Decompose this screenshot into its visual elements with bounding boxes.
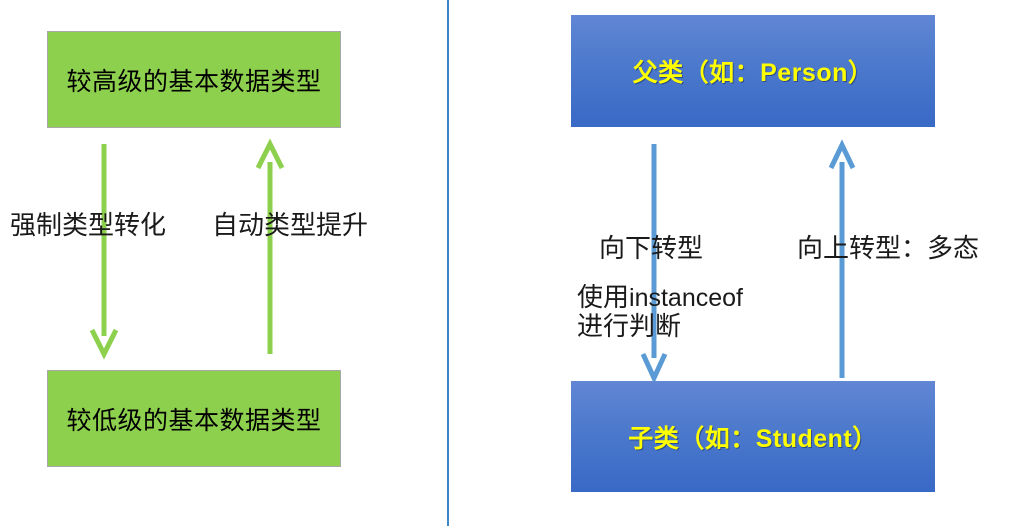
superclass-label-cn-tail: ） — [847, 60, 874, 87]
force-cast-down-arrow — [86, 140, 122, 360]
subclass-box: 子类（如：Student） — [571, 381, 935, 492]
upcast-up-arrow — [824, 139, 860, 382]
force-cast-label: 强制类型转化 — [10, 211, 167, 240]
superclass-label-en: Person — [760, 59, 848, 87]
subclass-label-group: 子类（如：Student） — [628, 419, 878, 455]
superclass-box: 父类（如：Person） — [571, 15, 935, 127]
instanceof-note-line1: 使用instanceof — [577, 283, 743, 312]
superclass-label-group: 父类（如：Person） — [633, 53, 874, 89]
superclass-label-cn: 父类（如： — [632, 60, 761, 87]
subclass-label-en: Student — [755, 424, 853, 453]
primitive-higher-type-label: 较高级的基本数据类型 — [66, 68, 322, 96]
instanceof-note: 使用instanceof 进行判断 — [577, 283, 743, 341]
panel-divider — [447, 0, 449, 526]
downcast-down-arrow — [636, 140, 672, 385]
downcast-label: 向下转型 — [599, 234, 704, 263]
auto-promote-label: 自动类型提升 — [212, 211, 369, 240]
subclass-label-cn: 子类（如： — [628, 425, 756, 453]
primitive-lower-type-label: 较低级的基本数据类型 — [66, 407, 322, 435]
instanceof-note-line1-cn: 使用 — [577, 283, 630, 312]
primitive-higher-type-box: 较高级的基本数据类型 — [47, 31, 341, 128]
instanceof-note-line2: 进行判断 — [577, 312, 682, 342]
subclass-label-cn-tail: ） — [852, 425, 878, 453]
primitive-lower-type-box: 较低级的基本数据类型 — [47, 370, 341, 467]
upcast-label: 向上转型：多态 — [797, 234, 980, 263]
instanceof-keyword: instanceof — [629, 284, 743, 312]
auto-promote-up-arrow — [252, 138, 288, 358]
